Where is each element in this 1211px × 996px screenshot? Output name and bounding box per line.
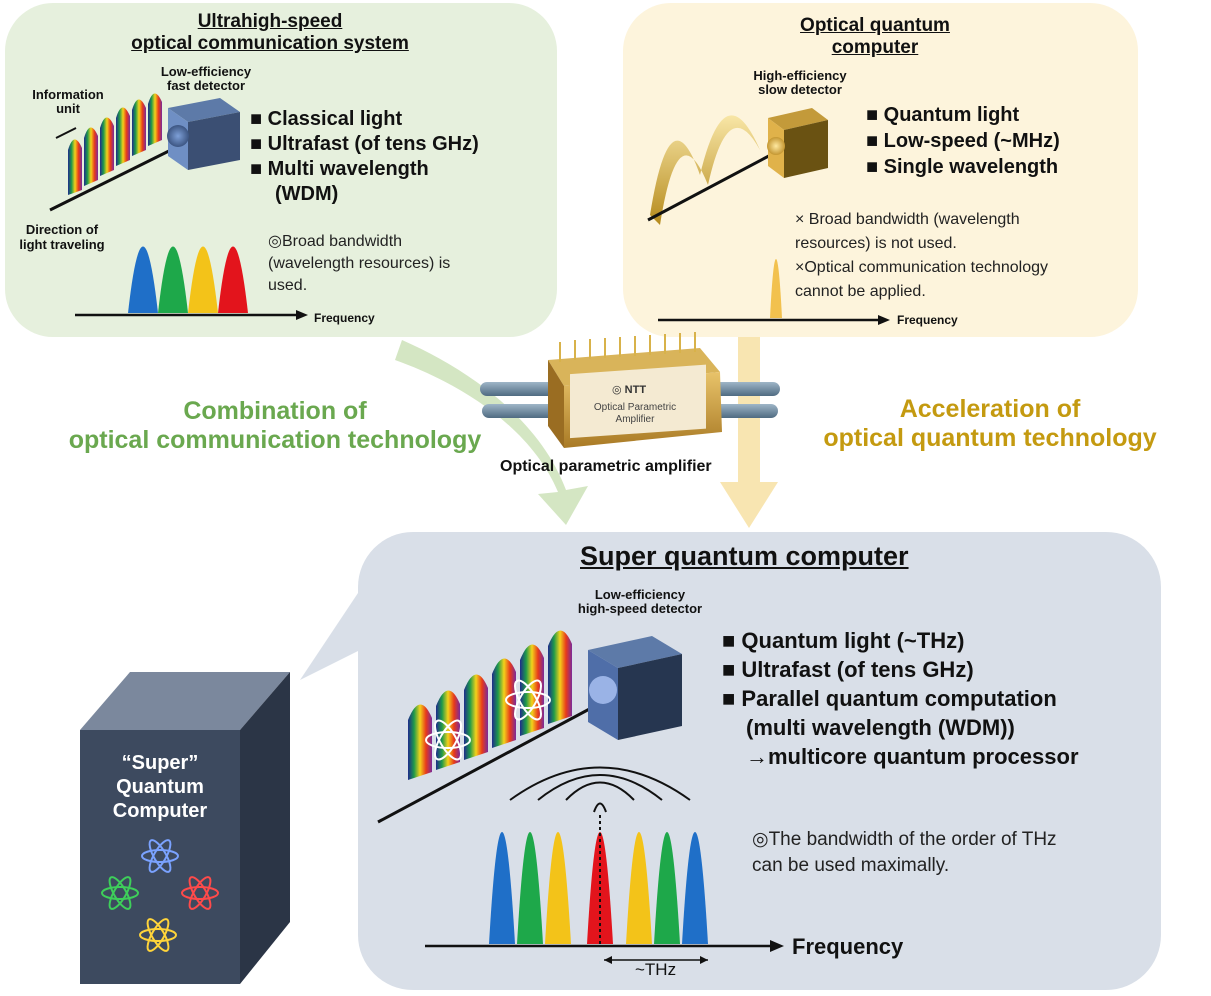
super-detector-label: Low-efficiency high-speed detector — [577, 587, 703, 616]
info-unit-label: Information unit — [32, 87, 104, 116]
optical-parametric-amplifier-device — [480, 348, 780, 448]
super-feature-3: ■ Parallel quantum computation — [722, 686, 1057, 711]
wdm-spectrum-top — [128, 246, 248, 313]
info-unit-arrow — [55, 127, 77, 139]
comm-feature-list: ■ Classical light ■ Ultrafast (of tens G… — [250, 107, 479, 207]
comm-feature-3: ■ Multi wavelength — [250, 158, 429, 180]
quantum-detector-label: High-efficiency slow detector — [753, 68, 847, 97]
slow-detector-cube — [767, 108, 828, 178]
comm-frequency-label: Frequency — [314, 311, 375, 325]
comm-detector-label: Low-efficiency fast detector — [160, 64, 252, 93]
speech-bubble-tail — [300, 590, 380, 680]
comm-feature-2: ■ Ultrafast (of tens GHz) — [250, 133, 479, 155]
light-direction-line — [49, 141, 186, 212]
super-computer-box-label: “Super” Quantum Computer — [112, 752, 208, 822]
super-quantum-computer-box — [80, 672, 290, 984]
thz-wdm-spectrum — [489, 815, 708, 944]
single-wavelength-peak — [770, 259, 782, 318]
quantum-title: Optical quantum computer — [800, 15, 950, 58]
super-feature-2: ■ Ultrafast (of tens GHz) — [722, 657, 974, 682]
quantum-feature-list: ■ Quantum light ■ Low-speed (~MHz) ■ Sin… — [866, 102, 1060, 180]
quantum-note: × Broad bandwidth (wavelength resources)… — [795, 211, 1049, 300]
bottom-direction-line — [377, 696, 611, 824]
quantum-frequency-label: Frequency — [897, 313, 958, 327]
super-feature-sub-2: →multicore quantum processor — [746, 744, 1079, 769]
comm-feature-4: (WDM) — [275, 183, 339, 205]
ntt-logo: ◎ NTT — [612, 384, 647, 396]
device-caption: Optical parametric amplifier — [500, 458, 712, 475]
acceleration-heading: Acceleration of optical quantum technolo… — [823, 395, 1157, 452]
super-quantum-title: Super quantum computer — [580, 541, 909, 571]
quantum-feature-2: ■ Low-speed (~MHz) — [866, 130, 1060, 152]
quantum-feature-1: ■ Quantum light — [866, 104, 1020, 126]
pairing-arcs — [509, 766, 691, 813]
comm-title: Ultrahigh-speed optical communication sy… — [131, 11, 409, 54]
super-feature-1: ■ Quantum light (~THz) — [722, 628, 965, 653]
direction-label: Direction of light traveling — [19, 222, 105, 252]
high-speed-detector-cube — [588, 636, 682, 740]
fast-detector-cube — [167, 98, 240, 170]
classical-light-pulses — [68, 93, 162, 195]
super-feature-sub-1: (multi wavelength (WDM)) — [746, 715, 1015, 740]
atom-icon — [425, 679, 551, 761]
ntt-ring-icon: ◎ — [612, 384, 622, 396]
quantum-feature-3: ■ Single wavelength — [866, 156, 1059, 178]
quantum-direction-line — [647, 148, 781, 222]
device-label: Optical Parametric Amplifier — [593, 402, 677, 425]
device-pins — [559, 332, 696, 362]
super-feature-list: ■ Quantum light (~THz) ■ Ultrafast (of t… — [722, 626, 1079, 771]
super-note: ◎The bandwidth of the order of THz can b… — [752, 829, 1057, 876]
yellow-flow-arrow — [720, 337, 778, 528]
comm-feature-1: ■ Classical light — [250, 108, 403, 130]
green-flow-arrow — [395, 340, 588, 525]
super-frequency-label: Frequency — [792, 934, 904, 959]
panel-optical-quantum — [623, 3, 1138, 337]
combination-heading: Combination of optical communication tec… — [68, 397, 482, 454]
quantum-light-pulses — [650, 115, 765, 225]
comm-note: ◎Broad bandwidth (wavelength resources) … — [268, 233, 451, 294]
thz-label: ~THz — [635, 960, 677, 979]
